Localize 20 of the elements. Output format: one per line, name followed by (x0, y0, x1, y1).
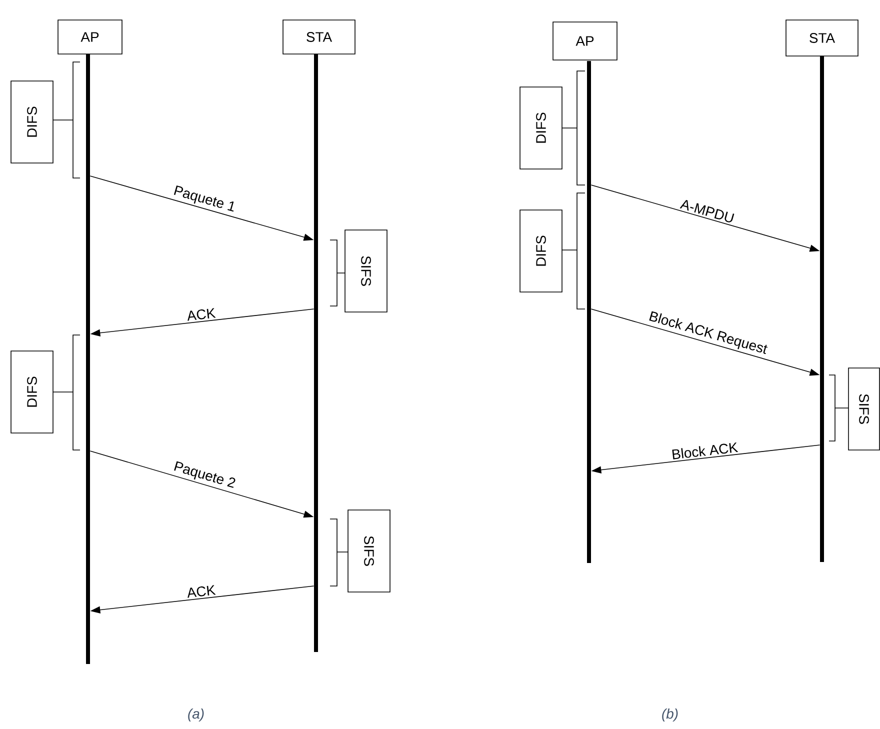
panel-caption: (a) (188, 708, 204, 722)
interval-box: SIFS (348, 510, 390, 592)
participant-box: AP (58, 20, 122, 54)
interval-box: DIFS (520, 86, 562, 170)
participant-box: STA (786, 20, 858, 56)
interval-box: DIFS (10, 350, 54, 434)
edge-label: Paquete 2 (174, 461, 236, 488)
edge-label: Paquete 1 (174, 185, 234, 212)
participant-box: STA (282, 20, 356, 54)
interval-box: DIFS (10, 80, 54, 164)
edge-label: ACK (188, 308, 216, 321)
edge-label: A-MPDU (680, 200, 734, 222)
participant-box: AP (552, 22, 618, 60)
edge-label: Block ACK (672, 442, 738, 460)
edge-label: Block ACK Request (649, 311, 768, 354)
interval-box: SIFS (344, 230, 388, 312)
interval-box: DIFS (520, 210, 562, 292)
panel-caption: (b) (662, 708, 678, 722)
edge-label: ACK (188, 585, 216, 598)
interval-box: SIFS (848, 368, 880, 450)
